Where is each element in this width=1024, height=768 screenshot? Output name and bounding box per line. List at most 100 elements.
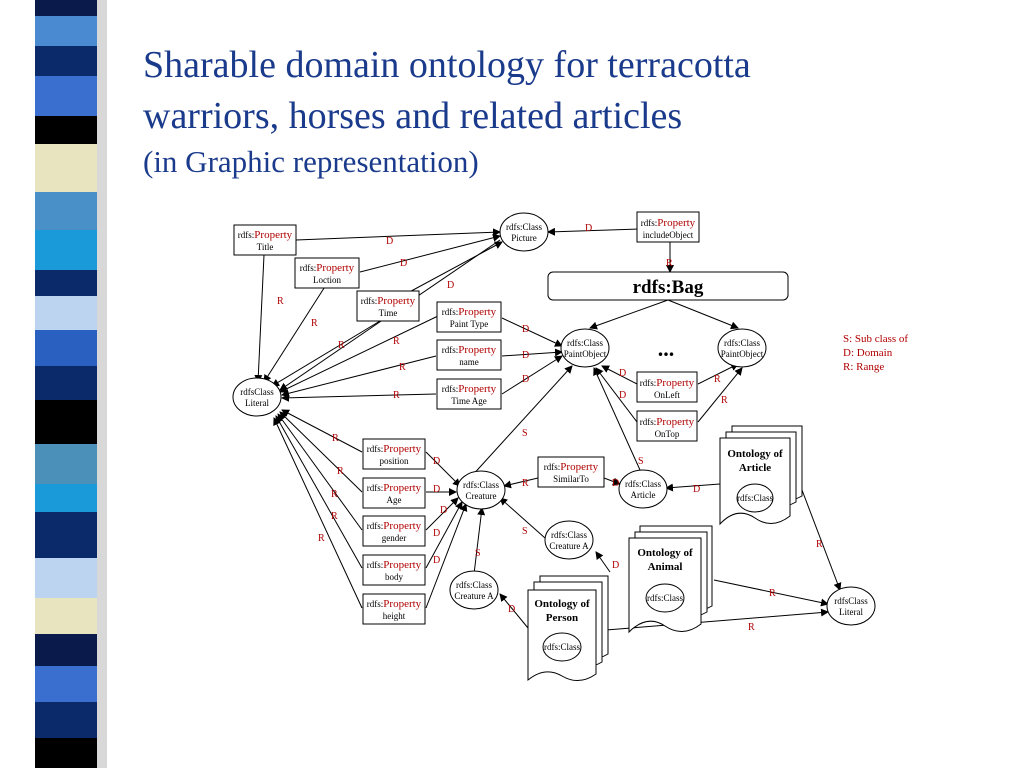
doc-ontology-person: Ontology of Person rdfs:Class — [527, 575, 609, 682]
svg-text:rdfs:Property: rdfs:Property — [640, 416, 695, 428]
property-height: rdfs:Property height — [362, 593, 426, 625]
svg-text:rdfs:Property: rdfs:Property — [361, 295, 416, 307]
edge-label: R — [331, 489, 338, 500]
property-loction: rdfs:Property Loction — [294, 257, 360, 289]
svg-text:gender: gender — [382, 533, 407, 543]
svg-text:rdfs:Property: rdfs:Property — [442, 306, 497, 318]
property-title: rdfs:Property Title — [233, 224, 297, 256]
edge-label: S — [475, 548, 481, 559]
svg-text:rdfs:Property: rdfs:Property — [238, 229, 293, 241]
svg-text:rdfs:Class: rdfs:Class — [647, 593, 683, 603]
edge-label: D — [612, 560, 619, 571]
edge-label: S — [638, 456, 644, 467]
svg-text:Creature A: Creature A — [549, 541, 589, 551]
svg-text:rdfs:Class: rdfs:Class — [506, 222, 542, 232]
svg-text:rdfs:Class: rdfs:Class — [724, 338, 760, 348]
svg-text:body: body — [385, 572, 404, 582]
edge-label: D — [433, 484, 440, 495]
doc-ontology-article: Ontology of Article rdfs:Class — [719, 425, 803, 526]
property-position: rdfs:Property position — [362, 438, 426, 470]
edge-label: R — [816, 539, 823, 550]
svg-text:rdfs:Class: rdfs:Class — [625, 479, 661, 489]
property-time-age: rdfs:Property Time Age — [436, 378, 502, 410]
svg-text:rdfs:Property: rdfs:Property — [367, 443, 422, 455]
edge-label: D — [693, 484, 700, 495]
property-paint-type: rdfs:Property Paint Type — [436, 301, 502, 333]
property-on-left: rdfs:Property OnLeft — [636, 371, 698, 403]
class-literal-2: rdfsClass Literal — [826, 586, 876, 626]
svg-text:rdfs:Property: rdfs:Property — [367, 598, 422, 610]
property-on-top: rdfs:Property OnTop — [636, 410, 698, 442]
svg-text:Loction: Loction — [313, 275, 341, 285]
svg-text:rdfs:Bag: rdfs:Bag — [633, 277, 704, 298]
svg-text:PaintObject: PaintObject — [564, 349, 607, 359]
edge-label: D — [433, 555, 440, 566]
edge-label: R — [748, 622, 755, 633]
property-age: rdfs:Property Age — [362, 477, 426, 509]
title-line-2: warriors, horses and related articles — [143, 95, 683, 137]
edge-label: R — [318, 533, 325, 544]
svg-text:rdfs:Property: rdfs:Property — [641, 217, 696, 229]
property-gender: rdfs:Property gender — [362, 515, 426, 547]
edge-label: R — [522, 478, 529, 489]
doc-ontology-animal: Ontology of Animal rdfs:Class — [628, 525, 713, 634]
property-name: rdfs:Property name — [436, 339, 502, 371]
svg-text:rdfs:Class: rdfs:Class — [544, 642, 580, 652]
svg-text:Ontology of: Ontology of — [637, 547, 693, 559]
svg-text:OnTop: OnTop — [655, 429, 680, 439]
edge-label: R — [311, 318, 318, 329]
svg-text:rdfs:Property: rdfs:Property — [544, 461, 599, 473]
class-creature: rdfs:Class Creature — [456, 470, 506, 510]
svg-text:Article: Article — [739, 462, 771, 474]
title-line-3: (in Graphic representation) — [143, 144, 479, 179]
edge-label: D — [433, 528, 440, 539]
edge-label: D — [386, 236, 393, 247]
edge-label: R — [331, 511, 338, 522]
edge-label: D — [619, 368, 626, 379]
svg-text:rdfs:Class: rdfs:Class — [551, 530, 587, 540]
svg-text:rdfs:Property: rdfs:Property — [640, 377, 695, 389]
svg-text:rdfs:Class: rdfs:Class — [737, 493, 773, 503]
edge-label: R — [721, 395, 728, 406]
svg-text:Creature: Creature — [466, 491, 497, 501]
edge-label: R — [393, 390, 400, 401]
edge-label: R — [277, 296, 284, 307]
edge-label: R — [393, 336, 400, 347]
svg-text:Time: Time — [379, 308, 398, 318]
svg-text:includeObject: includeObject — [643, 230, 694, 240]
svg-text:rdfs:Property: rdfs:Property — [367, 559, 422, 571]
svg-text:rdfsClass: rdfsClass — [240, 387, 274, 397]
edge-label: R — [769, 588, 776, 599]
svg-text:Ontology of: Ontology of — [534, 598, 590, 610]
legend-subclass: S: Sub class of — [843, 333, 908, 345]
edge-label: D — [400, 258, 407, 269]
svg-text:Literal: Literal — [839, 607, 863, 617]
bag-ellipsis: ... — [658, 336, 675, 361]
edge-label: R — [666, 258, 673, 269]
edge-label: R — [332, 433, 339, 444]
title-line-1: Sharable domain ontology for terracotta — [143, 44, 751, 86]
svg-text:SimilarTo: SimilarTo — [553, 474, 589, 484]
property-time: rdfs:Property Time — [356, 290, 420, 322]
edge-label: D — [522, 350, 529, 361]
svg-text:Time Age: Time Age — [451, 396, 486, 406]
property-body: rdfs:Property body — [362, 554, 426, 586]
svg-text:rdfs:Class: rdfs:Class — [456, 580, 492, 590]
property-include-object: rdfs:Property includeObject — [636, 211, 700, 243]
svg-text:Picture: Picture — [511, 233, 537, 243]
svg-text:Person: Person — [546, 612, 578, 624]
edge-label: D — [585, 223, 592, 234]
svg-text:Article: Article — [631, 490, 656, 500]
class-picture: rdfs:Class Picture — [499, 212, 549, 252]
legend-range: R: Range — [843, 361, 884, 373]
svg-text:height: height — [383, 611, 406, 621]
svg-text:rdfs:Property: rdfs:Property — [442, 383, 497, 395]
legend: S: Sub class of D: Domain R: Range — [843, 333, 908, 373]
edge-label: S — [522, 526, 528, 537]
edge-label: R — [714, 374, 721, 385]
edge-label: D — [522, 374, 529, 385]
class-creature-a-2: rdfs:Class Creature A — [449, 570, 499, 610]
class-creature-a-1: rdfs:Class Creature A — [544, 520, 594, 560]
edge-label: D — [619, 390, 626, 401]
